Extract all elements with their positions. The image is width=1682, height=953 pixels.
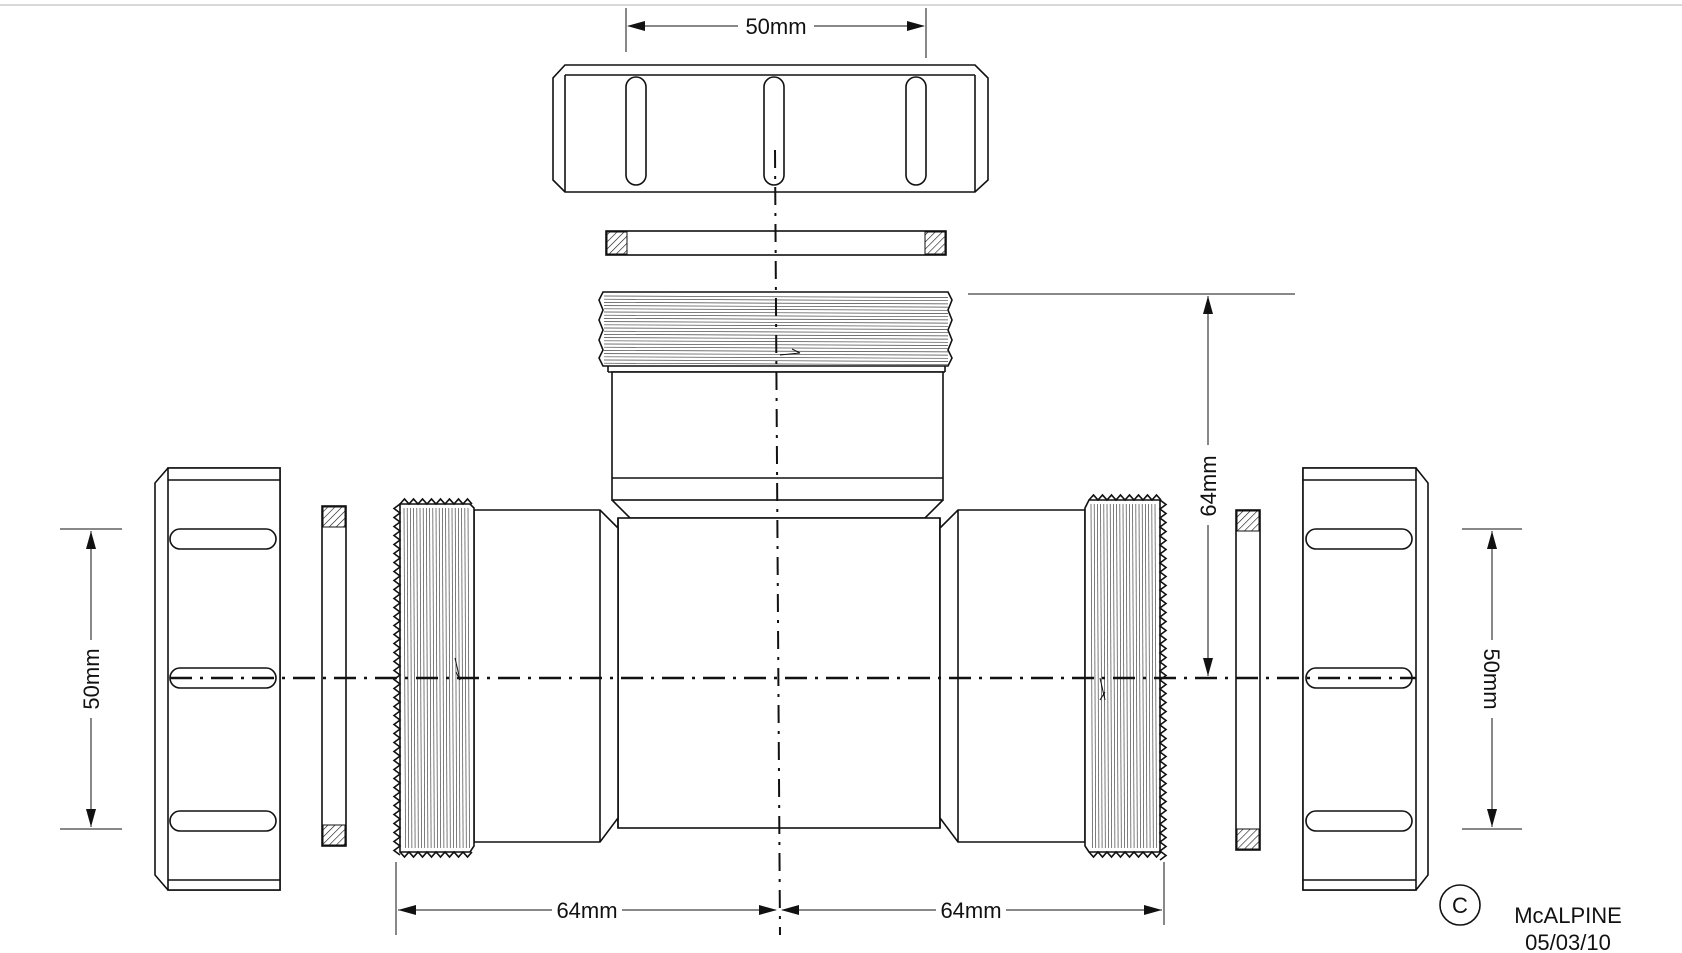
- dim-branch-height: [968, 293, 1295, 676]
- dim-left-height: [60, 528, 122, 830]
- company-name: McALPINE: [1514, 903, 1622, 928]
- dim-bottom-right-label: 64mm: [940, 898, 1001, 923]
- right-washer: [1235, 509, 1261, 851]
- dim-top-width: [625, 8, 927, 58]
- right-thread: [1084, 493, 1168, 861]
- left-washer: [321, 505, 347, 847]
- dim-right-height: [1462, 528, 1522, 830]
- drawing-date: 05/03/10: [1525, 930, 1611, 953]
- copyright-circle: [1439, 884, 1481, 926]
- dim-branch-height-label: 64mm: [1196, 455, 1221, 516]
- copyright-symbol: C: [1452, 893, 1468, 918]
- dim-left-height-label: 50mm: [79, 648, 104, 709]
- dim-top-width-label: 50mm: [745, 14, 806, 39]
- dim-bottom-left-label: 64mm: [556, 898, 617, 923]
- dim-bottom: [395, 862, 1165, 935]
- top-thread: [598, 291, 953, 373]
- dim-right-height-label: 50mm: [1479, 648, 1504, 709]
- top-nut: [552, 64, 989, 193]
